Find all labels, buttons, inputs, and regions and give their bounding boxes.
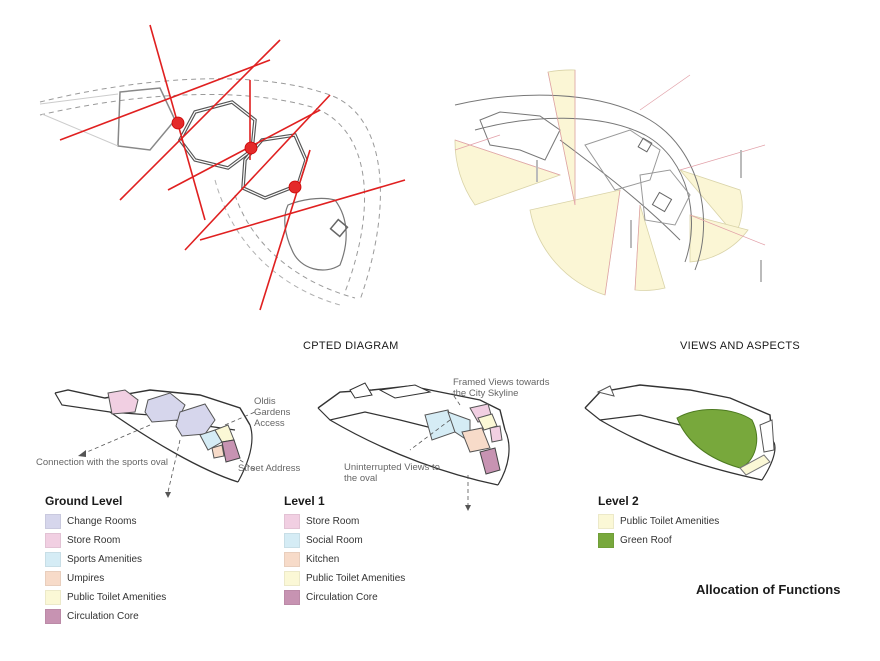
legend-swatch xyxy=(284,552,300,567)
legend-ground-level: Ground Level Change Rooms Store Room Spo… xyxy=(45,494,166,626)
street-annotation: Street Address xyxy=(238,463,301,474)
legend-swatch xyxy=(284,514,300,529)
legend-item: Public Toilet Amenities xyxy=(598,512,719,531)
legend-label: Store Room xyxy=(67,535,121,546)
legend-label: Green Roof xyxy=(620,535,672,546)
legend-label: Circulation Core xyxy=(306,592,378,603)
axo-level-2 xyxy=(584,384,776,481)
legend-item: Circulation Core xyxy=(45,607,166,626)
legend-item: Sports Amenities xyxy=(45,550,166,569)
legend-swatch xyxy=(598,533,614,548)
legend-swatch xyxy=(45,514,61,529)
legend-swatch xyxy=(45,590,61,605)
legend-label: Umpires xyxy=(67,573,105,584)
legend-label: Circulation Core xyxy=(67,611,139,622)
connection-annotation: Connection with the sports oval xyxy=(36,457,169,468)
legend-item: Change Rooms xyxy=(45,512,166,531)
legend-label: Store Room xyxy=(306,516,360,527)
legend-swatch xyxy=(284,533,300,548)
legend-swatch xyxy=(284,571,300,586)
legend-swatch xyxy=(45,552,61,567)
legend-swatch xyxy=(45,609,61,624)
cpted-caption: CPTED DIAGRAM xyxy=(303,340,399,352)
legend-label: Public Toilet Amenities xyxy=(620,516,720,527)
legend-item: Green Roof xyxy=(598,531,719,550)
legend-label: Kitchen xyxy=(306,554,340,565)
legend-label: Sports Amenities xyxy=(67,554,143,565)
legend-item: Store Room xyxy=(284,512,405,531)
allocation-title: Allocation of Functions xyxy=(696,582,841,597)
views-diagram xyxy=(454,69,766,296)
legend-item: Kitchen xyxy=(284,550,405,569)
views-caption: VIEWS AND ASPECTS xyxy=(680,340,801,352)
legend-title: Level 1 xyxy=(284,494,325,508)
legend-item: Circulation Core xyxy=(284,588,405,607)
legend-swatch xyxy=(45,571,61,586)
legend-swatch xyxy=(284,590,300,605)
legend-level-1: Level 1 Store Room Social Room Kitchen P… xyxy=(284,494,405,607)
legend-label: Public Toilet Amenities xyxy=(67,592,167,603)
legend-label: Social Room xyxy=(306,535,363,546)
legend-item: Store Room xyxy=(45,531,166,550)
legend-label: Change Rooms xyxy=(67,516,137,527)
legend-swatch xyxy=(598,514,614,529)
legend-title: Level 2 xyxy=(598,494,639,508)
framed-views-annotation: Framed Views towards the City Skyline xyxy=(453,377,550,399)
oldis-annotation: Oldis Gardens Access xyxy=(254,396,291,429)
legend-item: Public Toilet Amenities xyxy=(45,588,166,607)
legend-item: Social Room xyxy=(284,531,405,550)
legend-item: Public Toilet Amenities xyxy=(284,569,405,588)
legend-item: Umpires xyxy=(45,569,166,588)
legend-label: Public Toilet Amenities xyxy=(306,573,406,584)
uninterrupted-views-annotation: Uninterrupted Views to the oval xyxy=(344,462,440,484)
legend-title: Ground Level xyxy=(45,494,123,508)
legend-level-2: Level 2 Public Toilet Amenities Green Ro… xyxy=(598,494,719,550)
axo-level-1 xyxy=(317,382,510,511)
axo-ground-level xyxy=(54,389,256,498)
legend-swatch xyxy=(45,533,61,548)
cpted-diagram xyxy=(39,24,406,311)
